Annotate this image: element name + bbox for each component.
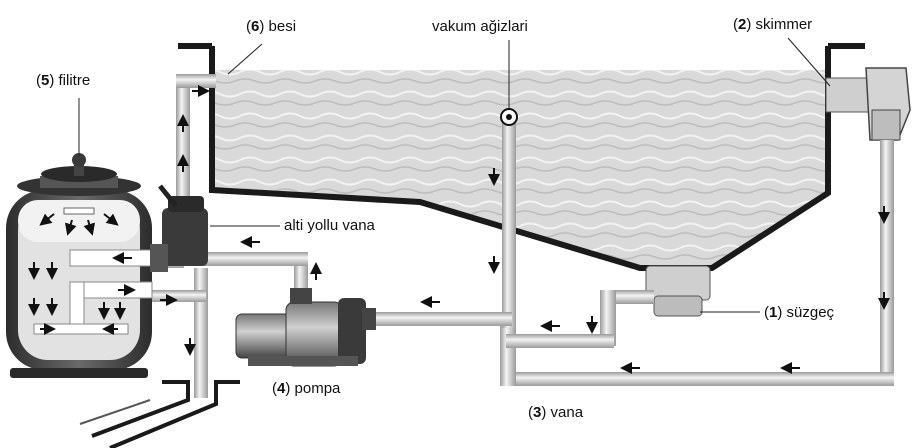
arrow-icon	[39, 213, 55, 226]
label-pompa: (4) pompa	[272, 380, 341, 397]
waste-outlet	[79, 380, 240, 448]
flow-arrows	[28, 85, 890, 374]
skimmer-icon	[825, 67, 911, 141]
label-vana: (3) vana	[528, 404, 584, 421]
label-suzgec: (1) süzgeç	[764, 304, 835, 321]
label-vakum-agizlari: vakum ağizlari	[432, 18, 528, 35]
leader-lines	[78, 37, 831, 313]
label-besi: (6) besi	[246, 18, 297, 35]
arrow-icon	[64, 219, 77, 236]
drain-icon	[645, 265, 711, 317]
arrow-icon	[83, 219, 96, 236]
label-alti-yollu-vana: alti yollu vana	[284, 217, 375, 234]
arrow-icon	[103, 213, 119, 226]
pool-basin	[178, 43, 865, 271]
label-filitre: (5) filitre	[36, 72, 91, 89]
label-skimmer: (2) skimmer	[733, 16, 813, 33]
vacuum-port-icon	[500, 108, 518, 126]
pump-icon	[235, 288, 376, 367]
filter-icon	[6, 153, 153, 378]
six-way-valve-icon	[150, 184, 208, 272]
